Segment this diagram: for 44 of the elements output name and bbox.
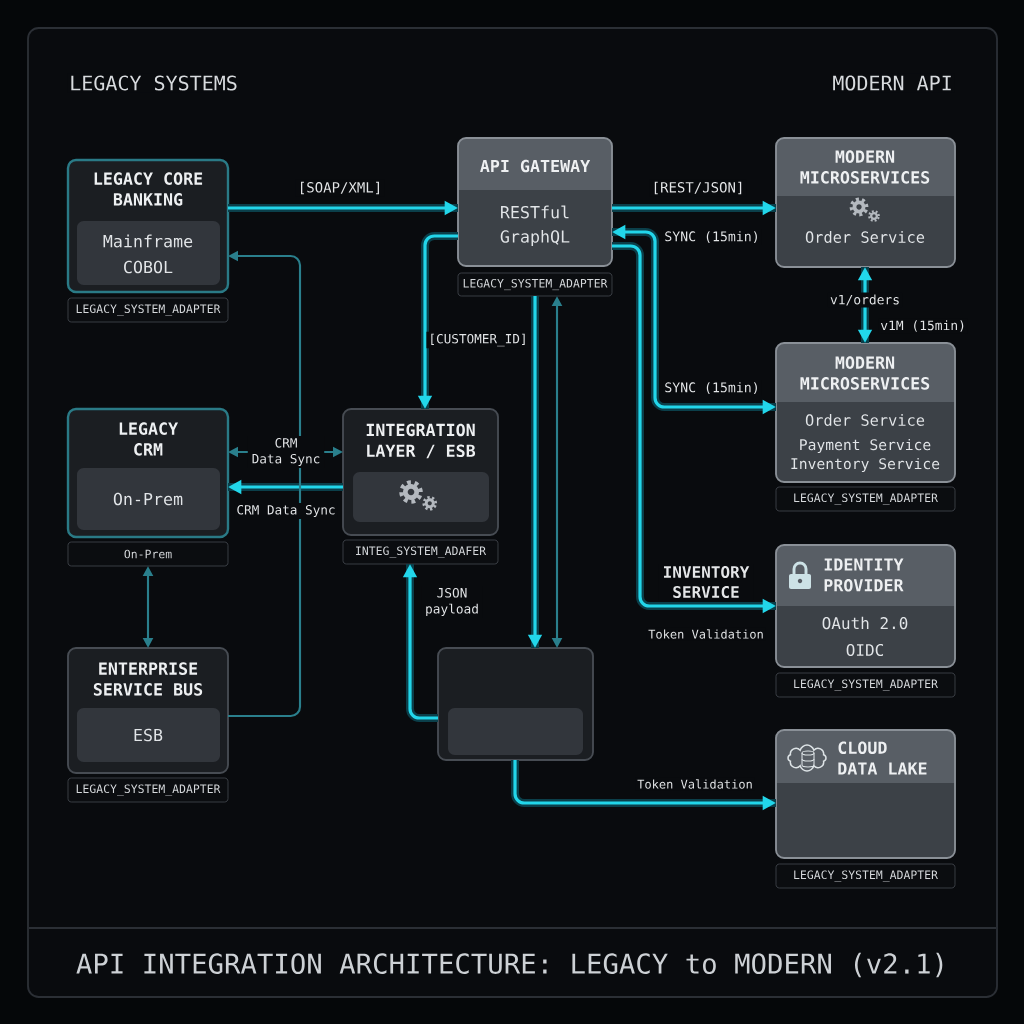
- section-label: LEGACY SYSTEMS: [67, 73, 240, 93]
- box-heading: API GATEWAY: [480, 159, 591, 173]
- section-label: MODERN API: [830, 73, 955, 93]
- box-heading: CLOUD DATA LAKE: [838, 741, 927, 775]
- box-text: Order Service: [805, 231, 925, 243]
- edge-label: SYNC (15min): [662, 380, 762, 396]
- box-text: Inventory Service: [791, 457, 940, 473]
- arrow: [402, 564, 438, 722]
- arrow: [857, 267, 873, 343]
- box-heading: ENTERPRISE SERVICE BUS: [93, 662, 203, 696]
- adapter-tag: LEGACY_SYSTEM_ADAPTER: [775, 863, 956, 889]
- adapter-tag: LEGACY_SYSTEM_ADAPTER: [775, 486, 956, 512]
- box-text: Payment Service: [800, 438, 931, 454]
- adapter-tag: LEGACY_SYSTEM_ADAPTER: [457, 272, 613, 297]
- box-text: On-Prem: [113, 492, 183, 506]
- edge-label: Token Validation: [635, 777, 755, 791]
- adapter-tag: LEGACY_SYSTEM_ADAPTER: [67, 777, 229, 803]
- box-text: GraphQL: [500, 229, 570, 247]
- adapter-tag: LEGACY_SYSTEM_ADAPTER: [67, 297, 229, 323]
- annotation: SYNC (15min): [662, 229, 762, 245]
- box-text: Mainframe: [103, 234, 193, 248]
- annotation: v1M (15min): [878, 318, 968, 334]
- adapter-tag: On-Prem: [67, 541, 229, 567]
- box-heading: INTEGRATION LAYER / ESB: [366, 423, 476, 459]
- edge-label: Token Validation: [646, 627, 766, 641]
- box-text: Order Service: [805, 414, 925, 426]
- edge-label: v1/orders: [827, 292, 903, 308]
- box-text: OAuth 2.0: [822, 616, 908, 630]
- box-text: COBOL: [124, 260, 173, 274]
- box-heading: LEGACY CORE BANKING: [94, 172, 203, 206]
- edge-label: JSON payload: [421, 585, 483, 619]
- adapter-tag: INTEG_SYSTEM_ADAFER: [342, 539, 499, 565]
- box-text: OIDC: [846, 643, 884, 657]
- box-heading: LEGACY CRM: [119, 422, 179, 456]
- adapter-tag: LEGACY_SYSTEM_ADAPTER: [775, 672, 956, 698]
- system-box: [437, 647, 594, 761]
- edge-label: CRM Data Sync: [247, 436, 325, 468]
- box-text: ESB: [134, 728, 163, 742]
- box-text: RESTful: [501, 205, 569, 219]
- annotation: INVENTORY SERVICE: [658, 563, 754, 601]
- title: API INTEGRATION ARCHITECTURE: LEGACY to MODERN (v2.1): [76, 952, 943, 978]
- box-heading: IDENTITY PROVIDER: [824, 558, 904, 592]
- box-heading: MODERN MICROSERVICES: [800, 356, 930, 390]
- box-heading: MODERN MICROSERVICES: [800, 150, 930, 184]
